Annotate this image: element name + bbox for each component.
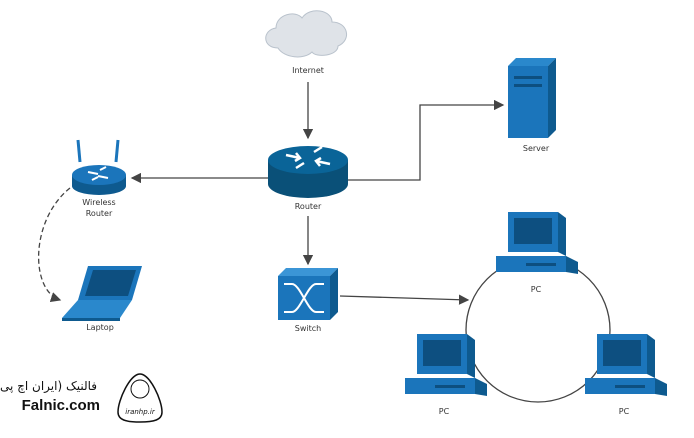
router-node[interactable]: Router (268, 145, 348, 211)
switch-icon (278, 268, 338, 320)
laptop-icon (62, 266, 142, 321)
watermark-persian: فالنیک (ایران اچ پی) (0, 379, 97, 394)
pc-left-node[interactable]: PC (405, 334, 487, 416)
internet-label: Internet (292, 66, 324, 75)
pc-top-node[interactable]: PC (496, 212, 578, 294)
router-label: Router (295, 202, 322, 211)
seal-icon (117, 373, 163, 423)
wireless-router-node[interactable]: Wireless Router (72, 139, 126, 218)
link-wireless-laptop (37, 187, 71, 303)
server-label: Server (523, 144, 550, 153)
pc-right-label: PC (619, 407, 630, 416)
switch-label: Switch (295, 324, 321, 333)
pc-icon (496, 212, 578, 274)
wireless-router-icon (72, 139, 126, 195)
watermark-brand: Falnic.com (22, 397, 100, 414)
server-icon (508, 58, 556, 138)
laptop-node[interactable]: Laptop (62, 266, 142, 332)
pc-top-label: PC (531, 285, 542, 294)
wireless-router-label-1: Wireless (82, 198, 115, 207)
pc-left-label: PC (439, 407, 450, 416)
router-icon (268, 145, 348, 198)
server-node[interactable]: Server (508, 58, 556, 153)
watermark-logo: فالنیک (ایران اچ پی) Falnic.com iranhp.i… (0, 373, 163, 423)
pc-icon (405, 334, 487, 396)
pc-icon (585, 334, 667, 396)
wireless-router-label-2: Router (86, 209, 113, 218)
switch-node[interactable]: Switch (278, 268, 338, 333)
cloud-icon (265, 10, 347, 58)
watermark-seal: iranhp.ir (125, 408, 156, 416)
internet-node[interactable]: Internet (265, 10, 347, 75)
pc-right-node[interactable]: PC (585, 334, 667, 416)
link-switch-ring (339, 294, 470, 305)
link-router-server (348, 99, 505, 181)
laptop-label: Laptop (86, 323, 114, 332)
